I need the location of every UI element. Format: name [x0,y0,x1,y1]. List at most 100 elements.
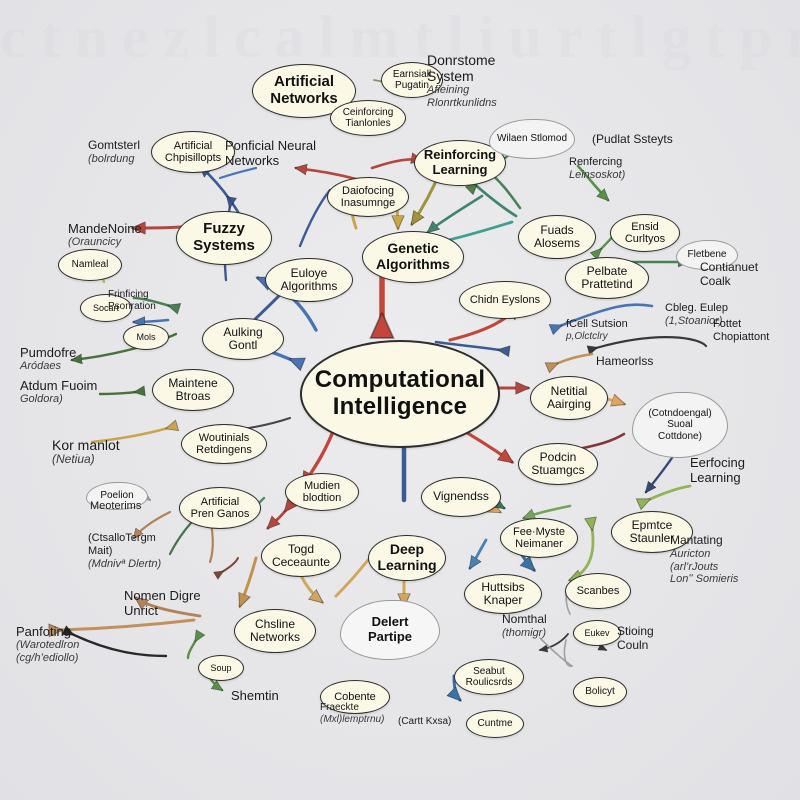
edge [596,336,708,348]
free-text-sub: (Mdnivª Dlertn) [88,557,162,570]
edge [428,194,484,232]
edge [60,618,196,630]
free-text-nomthal-thomigr: Nomthal(thomigr) [502,612,547,640]
edge [646,450,678,492]
edge [524,504,572,518]
node-label: Socart [92,302,119,313]
free-text-kor-manlot-netiua: Kor manlot(Netiua) [52,437,120,467]
free-text-sub: Leinsoskot) [569,168,626,181]
free-text-fraeckte-mxllemptrnu: Fraeckte(Mxl)lemptrnu) [320,702,384,725]
node-scanbes[interactable]: Scanbes [565,573,631,609]
node-cobente[interactable]: Cobente [320,680,390,714]
node-eukev[interactable]: Eukev [573,620,621,646]
node-socart[interactable]: Socart [80,294,132,322]
edge [556,352,594,364]
edge [218,166,258,180]
free-text-main: Panfoting [16,624,71,639]
node-bolicyt[interactable]: Bolicyt [573,677,627,707]
edge [136,598,202,618]
node-cnidn-eyslons[interactable]: Chidn Eyslons [459,281,551,319]
free-text-main: fCell Sutsion [566,318,628,330]
node-soup[interactable]: Soup [198,655,244,681]
edge [334,558,370,598]
free-text-sub: (Mxl)lemptrnu) [320,713,385,725]
node-mols[interactable]: Mols [123,324,169,350]
edge [540,633,569,650]
free-text-main: Meoterims [90,500,142,512]
cloud-poelion[interactable]: Poelion [86,482,148,510]
cloud-fletbene[interactable]: Fletbene [676,240,738,270]
node-label: Eukev [584,627,610,638]
edge [132,296,170,306]
cloud-label: Poelion [100,490,134,502]
cloud-wilaen-stlomod[interactable]: Wilaen Stlomod [489,119,575,159]
free-text-pudlat-ssteyts: (Pudlat Ssteyts [592,132,673,147]
node-vignendss[interactable]: Vignendss [421,477,501,517]
edge [90,428,168,444]
free-text-sub: (Netiua) [52,452,95,467]
free-text-shemtin: Shemtin [231,688,279,703]
node-label: Soup [210,662,232,673]
node-cuntme[interactable]: Cuntme [466,710,524,738]
free-text-main: Cbleg. Eulep [665,302,728,314]
edge [134,320,170,322]
node-nameal[interactable]: Namleal [58,249,122,281]
free-text-main: Hameorlss [596,354,654,368]
edge [298,188,332,248]
free-text-sub: (1,Stoanior) [665,314,723,327]
edge [576,164,608,200]
edge [470,538,488,568]
